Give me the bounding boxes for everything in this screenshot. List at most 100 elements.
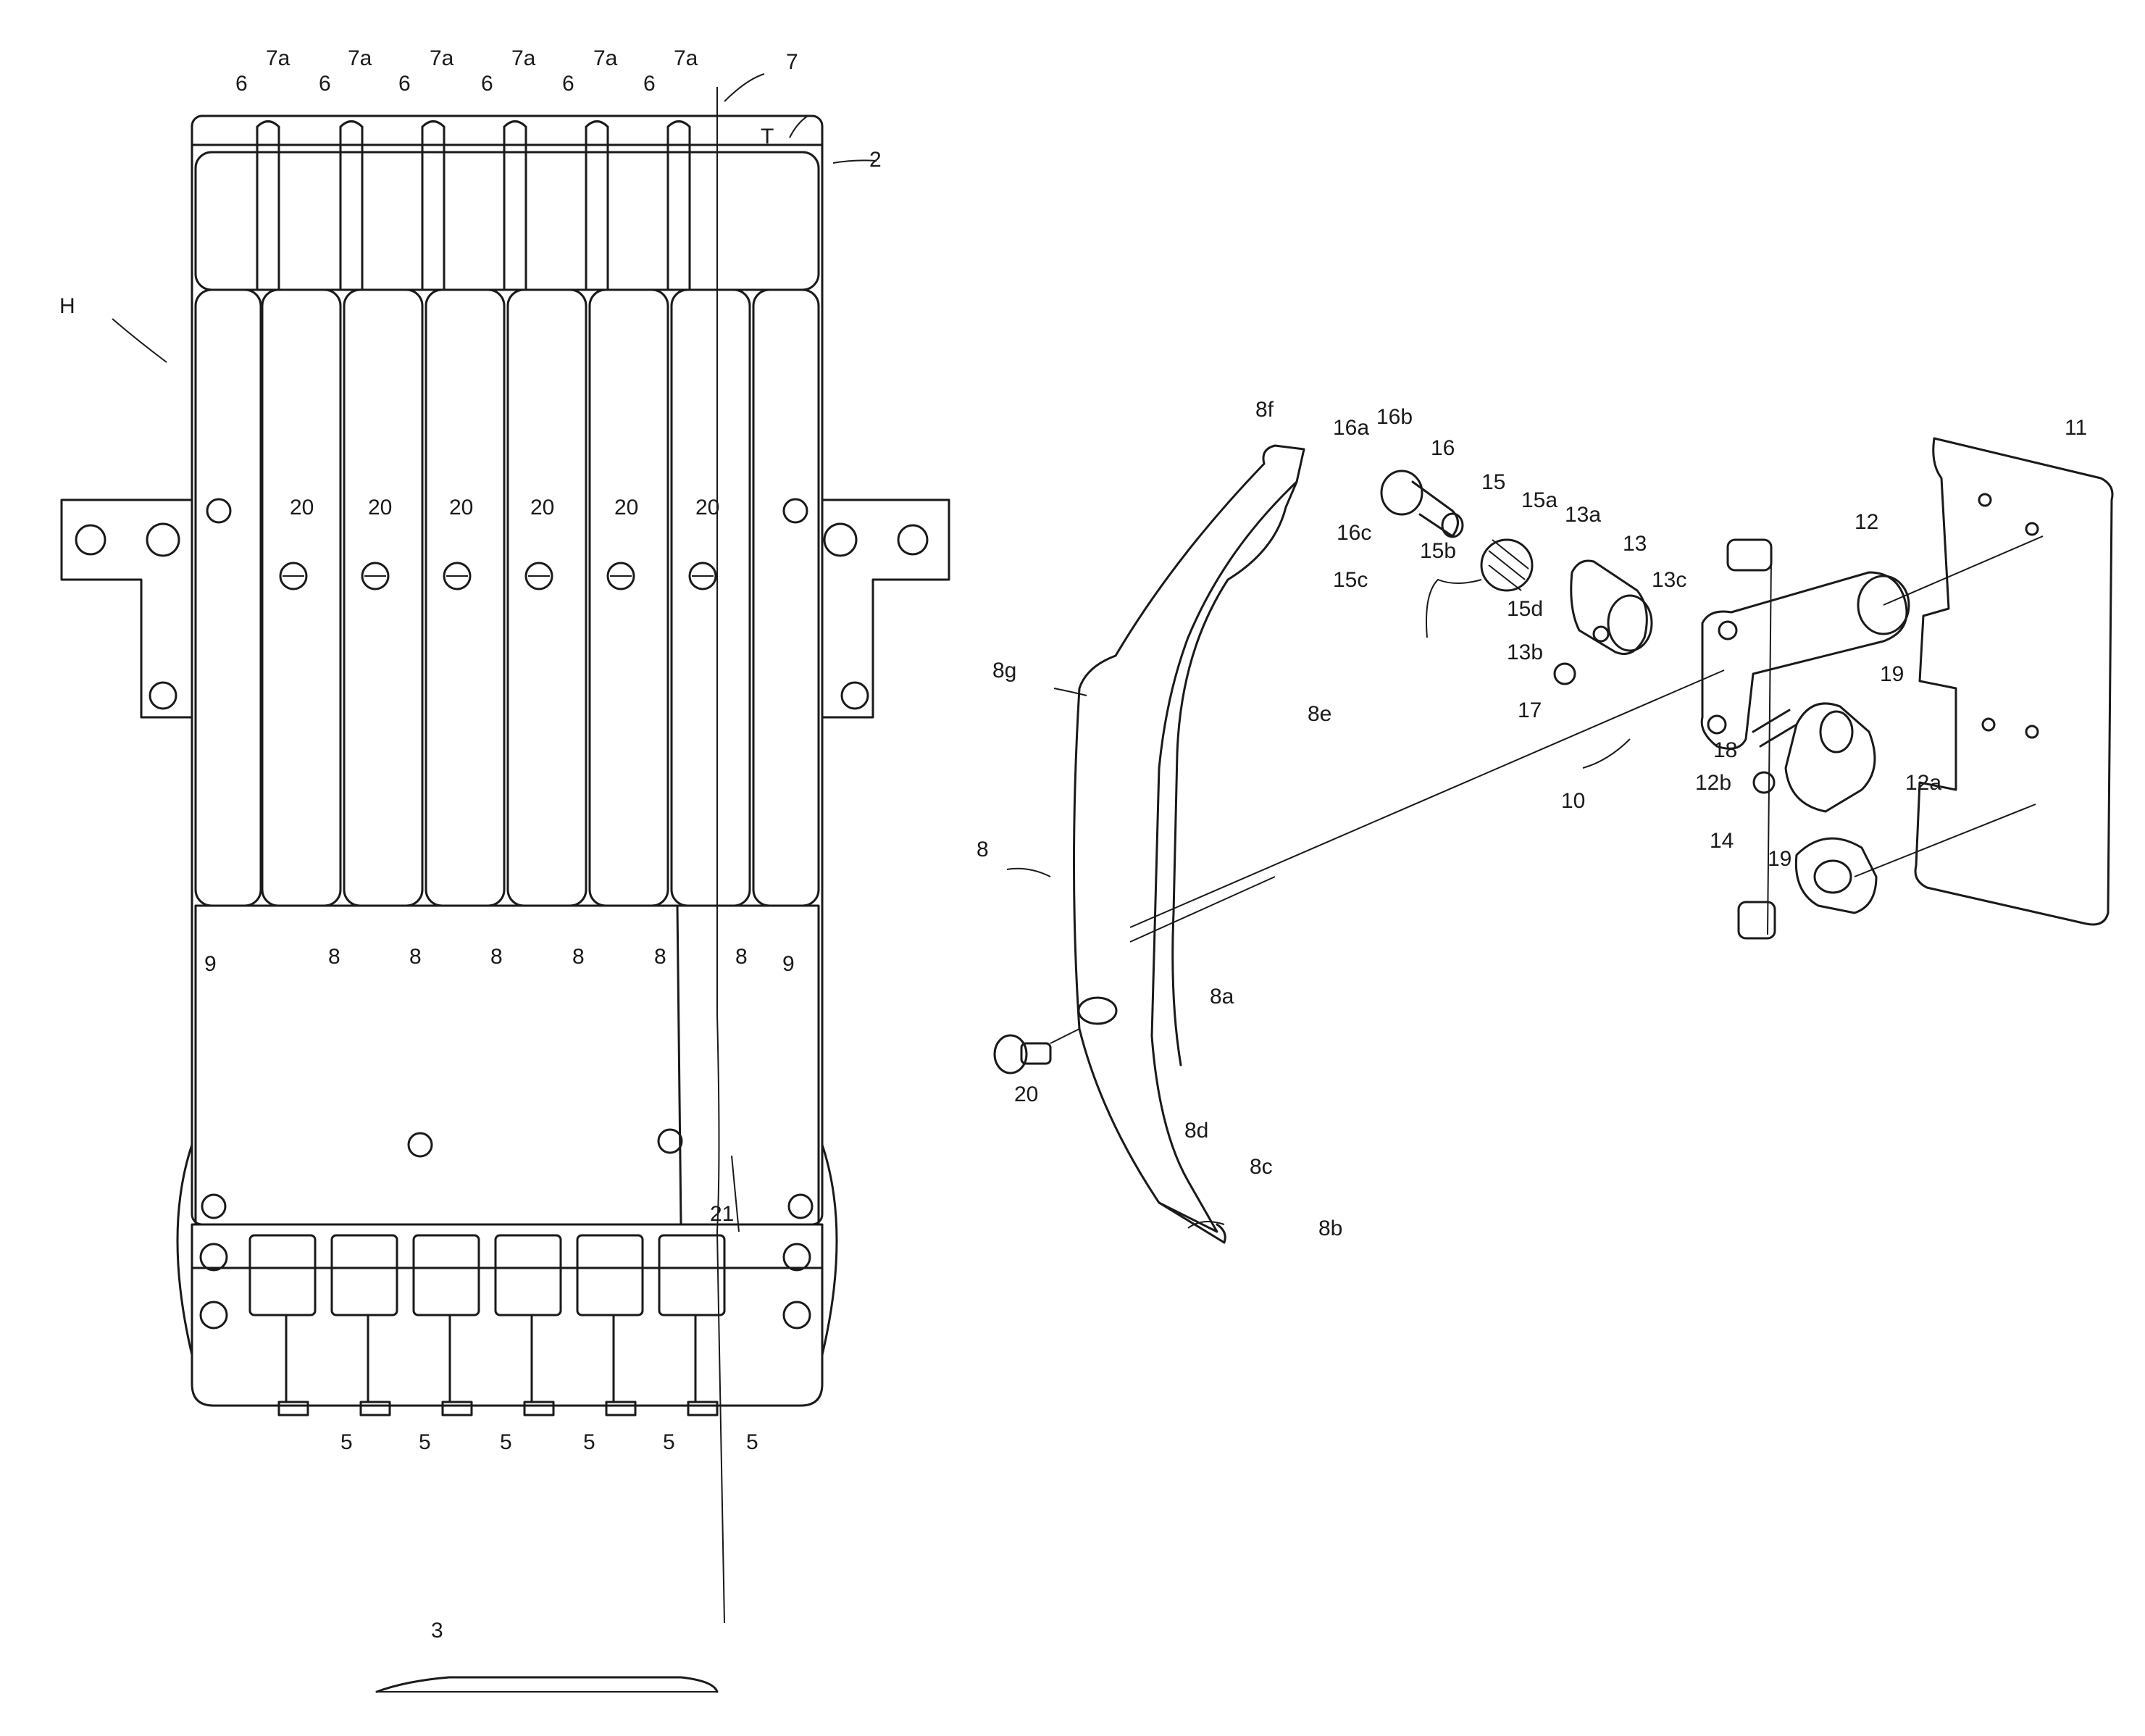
thread-guides-5 bbox=[250, 1235, 724, 1415]
left-flange-screw bbox=[147, 524, 179, 556]
arm-12 bbox=[1702, 572, 1909, 748]
boss-13 bbox=[1571, 561, 1652, 654]
label-5: 5 bbox=[663, 1430, 675, 1454]
right-flange bbox=[822, 500, 949, 717]
label-13b: 13b bbox=[1507, 640, 1543, 664]
base-screw bbox=[201, 1244, 227, 1270]
left-leaders bbox=[112, 74, 877, 1232]
right-leaders bbox=[1007, 688, 1630, 1228]
left-view-labels: H T 7 2 6 7a 6 7a 6 7a 6 7a 6 7a 6 7a 20… bbox=[59, 46, 882, 1643]
take-up-lever-8 bbox=[590, 290, 668, 906]
label-8b: 8b bbox=[1318, 1217, 1342, 1240]
cover-hole bbox=[409, 1133, 432, 1156]
label-15: 15 bbox=[1481, 470, 1505, 494]
label-15c: 15c bbox=[1333, 568, 1368, 592]
label-20: 20 bbox=[1014, 1082, 1038, 1106]
label-8c: 8c bbox=[1250, 1155, 1273, 1179]
label-19: 19 bbox=[1768, 847, 1791, 871]
set-screw-14 bbox=[1754, 772, 1774, 793]
label-8: 8 bbox=[654, 945, 666, 969]
left-flange bbox=[62, 500, 192, 717]
label-7a: 7a bbox=[430, 46, 454, 70]
label-20: 20 bbox=[614, 496, 638, 519]
lower-plate-divider bbox=[677, 906, 681, 1224]
thread-T bbox=[717, 87, 724, 1623]
label-8f: 8f bbox=[1255, 398, 1274, 422]
label-12: 12 bbox=[1855, 510, 1878, 534]
cover-screw bbox=[202, 1195, 225, 1218]
take-up-lever-8 bbox=[508, 290, 586, 906]
cover-hole bbox=[658, 1130, 682, 1153]
label-8g: 8g bbox=[992, 659, 1016, 683]
stud-16 bbox=[1381, 471, 1463, 537]
fabric-3 bbox=[377, 1677, 717, 1692]
lower-cover-plate bbox=[196, 906, 819, 1224]
label-6: 6 bbox=[481, 72, 493, 96]
label-15d: 15d bbox=[1507, 597, 1543, 621]
label-8: 8 bbox=[572, 945, 585, 969]
shaft-18 bbox=[1753, 710, 1797, 746]
label-16a: 16a bbox=[1333, 416, 1369, 440]
cover-screw bbox=[789, 1195, 812, 1218]
lever-tips-6 bbox=[257, 122, 690, 291]
label-7a: 7a bbox=[593, 46, 618, 70]
label-8: 8 bbox=[977, 838, 989, 861]
take-up-lever-8 bbox=[672, 290, 750, 906]
label-12b: 12b bbox=[1695, 771, 1731, 795]
set-screw-17 bbox=[1555, 664, 1575, 684]
right-side-knob bbox=[822, 1145, 837, 1355]
take-up-lever-8-body bbox=[1074, 446, 1305, 1232]
label-19: 19 bbox=[1880, 662, 1904, 686]
base-screw bbox=[784, 1244, 810, 1270]
label-13c: 13c bbox=[1652, 568, 1686, 592]
label-8: 8 bbox=[409, 945, 422, 969]
label-T: T bbox=[761, 125, 774, 149]
label-15b: 15b bbox=[1420, 539, 1456, 563]
label-8d: 8d bbox=[1184, 1119, 1208, 1143]
label-6: 6 bbox=[235, 72, 248, 96]
label-2: 2 bbox=[869, 148, 882, 172]
label-8: 8 bbox=[735, 945, 748, 969]
left-flange-hole bbox=[76, 525, 105, 554]
label-16c: 16c bbox=[1337, 521, 1371, 545]
take-up-lever-8 bbox=[262, 290, 340, 906]
take-up-lever-8 bbox=[344, 290, 422, 906]
label-17: 17 bbox=[1518, 698, 1542, 722]
label-20: 20 bbox=[695, 496, 719, 519]
left-side-knob bbox=[177, 1145, 192, 1355]
label-20: 20 bbox=[368, 496, 392, 519]
label-20: 20 bbox=[530, 496, 554, 519]
tension-base-21 bbox=[192, 1224, 822, 1268]
label-H: H bbox=[59, 294, 75, 318]
label-8a: 8a bbox=[1210, 985, 1234, 1009]
label-18: 18 bbox=[1713, 738, 1737, 762]
label-14: 14 bbox=[1710, 829, 1734, 853]
label-7a: 7a bbox=[674, 46, 698, 70]
label-11: 11 bbox=[2065, 416, 2087, 440]
label-13: 13 bbox=[1623, 532, 1647, 556]
left-flange-hole-2 bbox=[150, 683, 176, 709]
lever-upper-area bbox=[196, 152, 819, 290]
side-plate-9-left bbox=[196, 290, 261, 906]
base-screw bbox=[784, 1302, 810, 1328]
label-13a: 13a bbox=[1565, 503, 1601, 527]
label-20: 20 bbox=[290, 496, 314, 519]
label-7a: 7a bbox=[348, 46, 372, 70]
label-7a: 7a bbox=[266, 46, 290, 70]
take-up-lever-8 bbox=[426, 290, 504, 906]
label-20: 20 bbox=[449, 496, 473, 519]
label-12a: 12a bbox=[1905, 771, 1941, 795]
base-plate-11 bbox=[1915, 438, 2112, 925]
label-6: 6 bbox=[319, 72, 331, 96]
right-flange-hole bbox=[898, 525, 927, 554]
label-6: 6 bbox=[398, 72, 411, 96]
screw-hole bbox=[1079, 998, 1116, 1024]
label-21: 21 bbox=[710, 1202, 734, 1226]
shaft-line bbox=[1130, 670, 1724, 927]
label-5: 5 bbox=[583, 1430, 595, 1454]
label-8: 8 bbox=[490, 945, 503, 969]
take-up-lever-row bbox=[196, 152, 819, 906]
screw-20 bbox=[995, 1035, 1050, 1073]
label-5: 5 bbox=[500, 1430, 512, 1454]
